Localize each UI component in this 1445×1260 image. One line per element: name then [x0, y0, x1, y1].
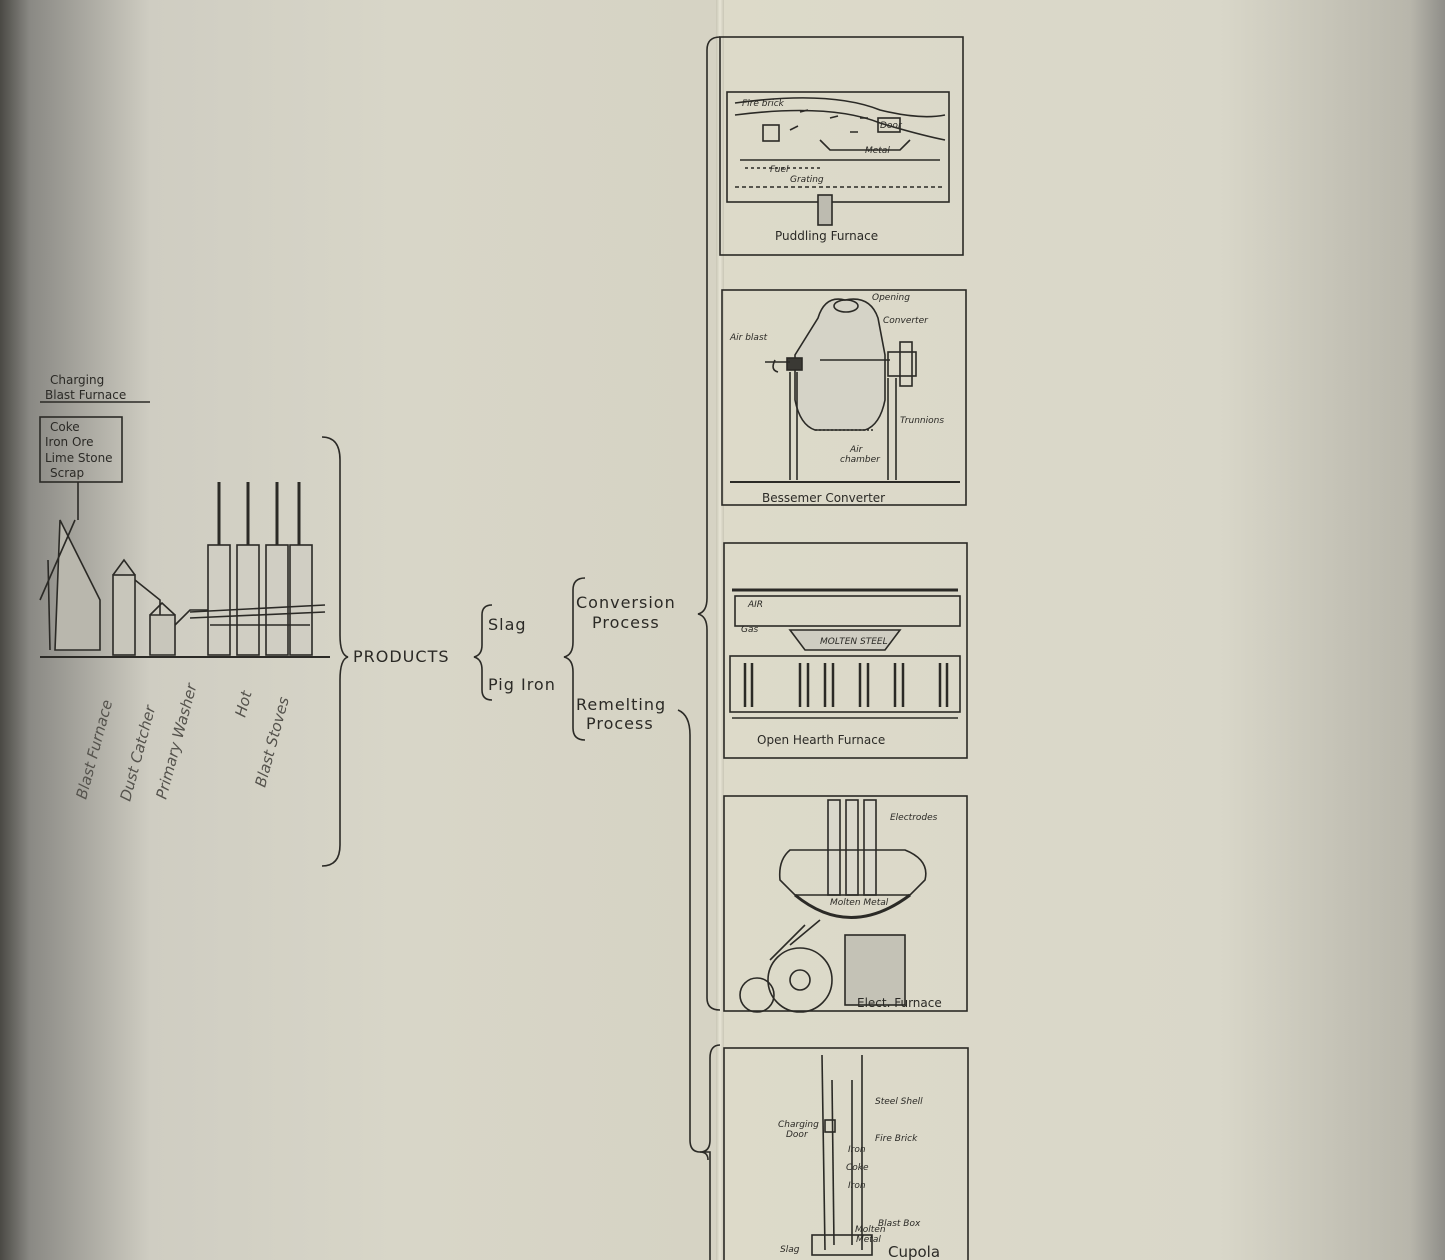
open-hearth-furnace-drawing [729, 588, 961, 719]
open-hearth-label-gas: Gas [741, 625, 758, 635]
hot-blast-label-line1: Hot [231, 688, 255, 719]
primary-washer-shape [149, 614, 176, 656]
open-hearth-label-air: AIR [747, 600, 763, 610]
cupola-label-charging: Charging [778, 1120, 819, 1130]
conversion-label-line2: Process [592, 613, 660, 632]
slag-label: Slag [488, 615, 527, 634]
bessemer-converter-caption: Bessemer Converter [762, 491, 885, 505]
blast-furnace-plant [39, 482, 330, 658]
remelting-connector [677, 709, 709, 1161]
remelting-label-line2: Process [586, 714, 654, 733]
electric-furnace-base [844, 934, 906, 1006]
puddling-label-metal: Metal [865, 146, 890, 156]
bessemer-label-opening: Opening [872, 293, 910, 303]
charging-title-line2: Blast Furnace [45, 388, 126, 402]
conversion-brace [697, 36, 721, 1011]
process-split-brace [563, 577, 586, 741]
bessemer-label-trunnions: Trunnions [900, 416, 944, 426]
dust-catcher-label: Dust Catcher [116, 703, 159, 803]
cupola-label-coke: Coke [846, 1163, 869, 1173]
electric-furnace-panel [723, 795, 968, 1012]
puddling-furnace-caption: Puddling Furnace [775, 229, 878, 243]
bessemer-label-converter: Converter [883, 316, 929, 326]
electric-furnace-drawing [739, 799, 927, 1013]
electric-furnace-caption: Elect. Furnace [857, 996, 942, 1010]
hot-blast-stoves-shape [189, 482, 326, 656]
charging-label-group [39, 401, 150, 520]
cupola-label-iron-2: Iron [848, 1181, 866, 1191]
pig-iron-label: Pig Iron [488, 675, 556, 694]
electric-label-electrodes: Electrodes [890, 813, 938, 823]
cupola-label-steel-shell: Steel Shell [875, 1097, 923, 1107]
charging-item-scrap: Scrap [50, 466, 84, 480]
puddling-label-fuel: Fuel [770, 165, 789, 175]
cupola-label-molten: Molten [855, 1225, 886, 1235]
open-hearth-furnace-panel [723, 542, 968, 759]
blast-furnace-shape [54, 519, 101, 651]
charging-item-coke: Coke [50, 420, 80, 434]
cupola-panel [723, 1047, 969, 1260]
electric-label-molten-metal: Molten Metal [830, 898, 889, 908]
charging-item-iron-ore: Iron Ore [45, 435, 93, 449]
page-gutter [716, 0, 724, 1260]
remelting-label-line1: Remelting [576, 695, 666, 714]
cupola-drawing [811, 1054, 873, 1256]
hot-blast-label-line2: Blast Stoves [251, 695, 292, 789]
open-hearth-furnace-caption: Open Hearth Furnace [757, 733, 885, 747]
products-label: PRODUCTS [353, 647, 450, 666]
puddling-furnace-drawing [726, 91, 950, 226]
charging-title-line1: Charging [50, 373, 104, 387]
puddling-label-fire-brick: Fire brick [742, 99, 785, 109]
blast-furnace-label: Blast Furnace [72, 698, 116, 801]
primary-washer-label: Primary Washer [152, 681, 200, 801]
products-brace [321, 436, 349, 867]
dust-catcher-shape [112, 574, 136, 656]
cupola-label-slag: Slag [780, 1245, 800, 1255]
bessemer-converter-panel [721, 289, 967, 506]
cupola-label-door: Door [786, 1130, 809, 1140]
conversion-label-line1: Conversion [576, 593, 676, 612]
cupola-label-fire-brick: Fire Brick [875, 1134, 918, 1144]
cupola-caption: Cupola [888, 1243, 940, 1260]
puddling-label-grating: Grating [790, 175, 824, 185]
bessemer-label-air-blast: Air blast [729, 333, 768, 343]
cupola-label-iron-1: Iron [848, 1145, 866, 1155]
bessemer-label-air: Air [849, 445, 864, 455]
charging-box [39, 416, 123, 483]
puddling-label-door: Door [880, 121, 903, 131]
cupola-label-metal: Metal [856, 1235, 881, 1245]
cupola-label-blast-box: Blast Box [878, 1219, 921, 1229]
bessemer-label-chamber: chamber [840, 455, 881, 465]
products-split-brace [473, 604, 493, 701]
open-hearth-label-molten-steel: MOLTEN STEEL [820, 637, 888, 647]
bessemer-converter-drawing [730, 298, 960, 483]
puddling-furnace-panel [719, 36, 964, 256]
charging-item-lime-stone: Lime Stone [45, 451, 113, 465]
